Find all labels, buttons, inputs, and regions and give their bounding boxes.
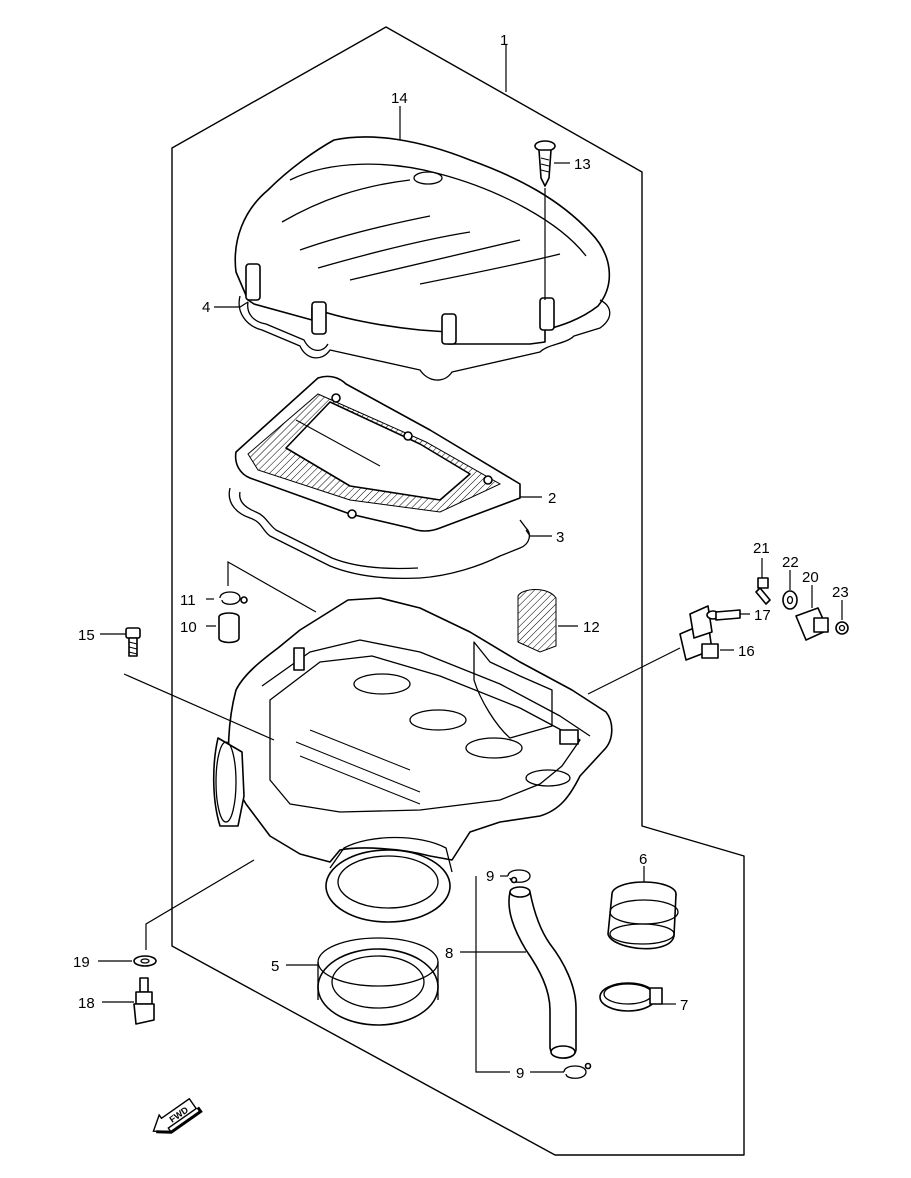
callout-2: 2 [548, 490, 556, 507]
hose-clamp-lower [563, 1062, 592, 1079]
forward-direction-icon: FWD [152, 1097, 203, 1134]
air-filter-element [234, 375, 521, 532]
callout-12: 12 [583, 619, 600, 636]
callout-13: 13 [574, 156, 591, 173]
intake-seal [317, 937, 439, 1026]
sensor-nut [835, 621, 849, 635]
callout-8: 8 [445, 945, 453, 962]
callout-22: 22 [782, 554, 799, 571]
callout-7: 7 [680, 997, 688, 1014]
callout-10: 10 [180, 619, 197, 636]
hose-clamp-upper [507, 869, 531, 884]
mounting-bolt [125, 627, 141, 657]
callout-6: 6 [639, 851, 647, 868]
temperature-sensor [133, 977, 155, 1025]
assembly-boundary [171, 26, 745, 1156]
callout-labels: 1 2 3 4 5 6 7 8 9 9 10 11 12 13 14 15 16… [73, 32, 849, 1082]
bracket-bolt [755, 577, 771, 605]
cover-seal [238, 295, 611, 381]
filter-seal [228, 487, 531, 580]
washer [782, 590, 798, 610]
intake-funnel [325, 836, 453, 923]
cover-screw [534, 140, 556, 300]
sealing-washer [133, 955, 157, 967]
callout-19: 19 [73, 954, 90, 971]
callout-11: 11 [180, 592, 196, 609]
callout-23: 23 [832, 584, 849, 601]
callout-4: 4 [202, 299, 210, 316]
vacuum-sensor [795, 607, 829, 641]
drain-clamp [219, 591, 248, 605]
intake-joint [607, 881, 679, 950]
breather-hose [508, 886, 577, 1059]
callout-3: 3 [556, 529, 564, 546]
callout-9-lower: 9 [516, 1065, 524, 1082]
callout-20: 20 [802, 569, 819, 586]
air-cleaner-cover [234, 136, 611, 345]
drain-cap [218, 612, 240, 644]
callout-18: 18 [78, 995, 95, 1012]
callout-16: 16 [738, 643, 755, 660]
callout-15: 15 [78, 627, 95, 644]
callout-14: 14 [391, 90, 408, 107]
callout-9-upper: 9 [486, 868, 494, 885]
callout-1: 1 [500, 32, 508, 49]
callout-17: 17 [754, 607, 771, 624]
mesh-screen [517, 589, 557, 653]
sensor-screw [706, 609, 741, 621]
callout-21: 21 [753, 540, 770, 557]
leader-lines [98, 45, 843, 1073]
callout-5: 5 [271, 958, 279, 975]
air-cleaner-case [212, 597, 613, 863]
joint-clamp-band [599, 982, 663, 1012]
